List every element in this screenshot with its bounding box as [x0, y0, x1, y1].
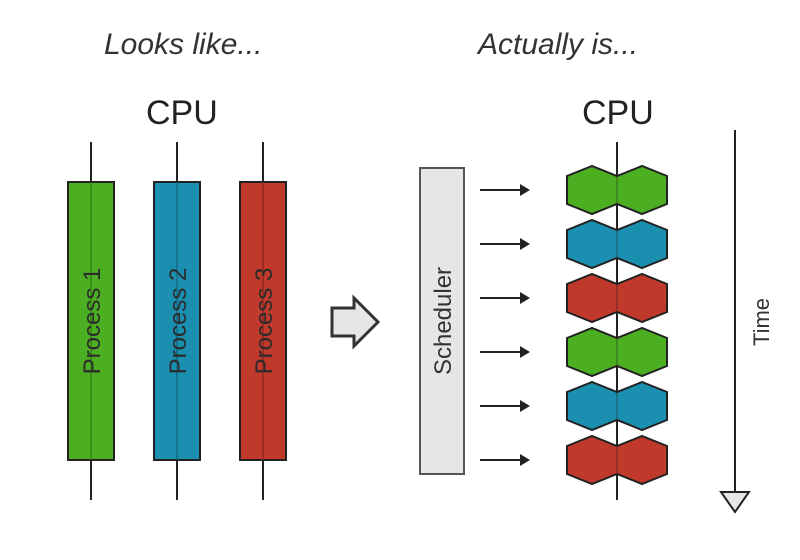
dispatch-arrow-icon: [480, 184, 530, 196]
looks-like-heading: Looks like...: [104, 28, 263, 61]
dispatch-arrow-icon: [480, 238, 530, 250]
dispatch-arrow-icon: [480, 346, 530, 358]
time-axis-arrowhead-icon: [719, 491, 751, 514]
actually-is-heading: Actually is...: [478, 28, 639, 61]
process-1-label: Process 1: [79, 268, 106, 375]
process-2-label: Process 2: [165, 268, 192, 375]
process-2-group: Process 2: [153, 142, 201, 500]
scheduler-label: Scheduler: [430, 267, 457, 375]
right-cpu-label: CPU: [582, 94, 654, 132]
dispatch-arrows: [480, 184, 530, 466]
time-label: Time: [749, 297, 775, 347]
scheduler-box: [419, 167, 465, 475]
process-3-label: Process 3: [251, 268, 278, 375]
process-1-group: Process 1: [67, 142, 115, 500]
transition-arrow-icon: [330, 294, 381, 350]
dispatch-arrow-icon: [480, 292, 530, 304]
dispatch-arrow-icon: [480, 454, 530, 466]
process-3-group: Process 3: [239, 142, 287, 500]
left-cpu-label: CPU: [146, 94, 218, 132]
dispatch-arrow-icon: [480, 400, 530, 412]
